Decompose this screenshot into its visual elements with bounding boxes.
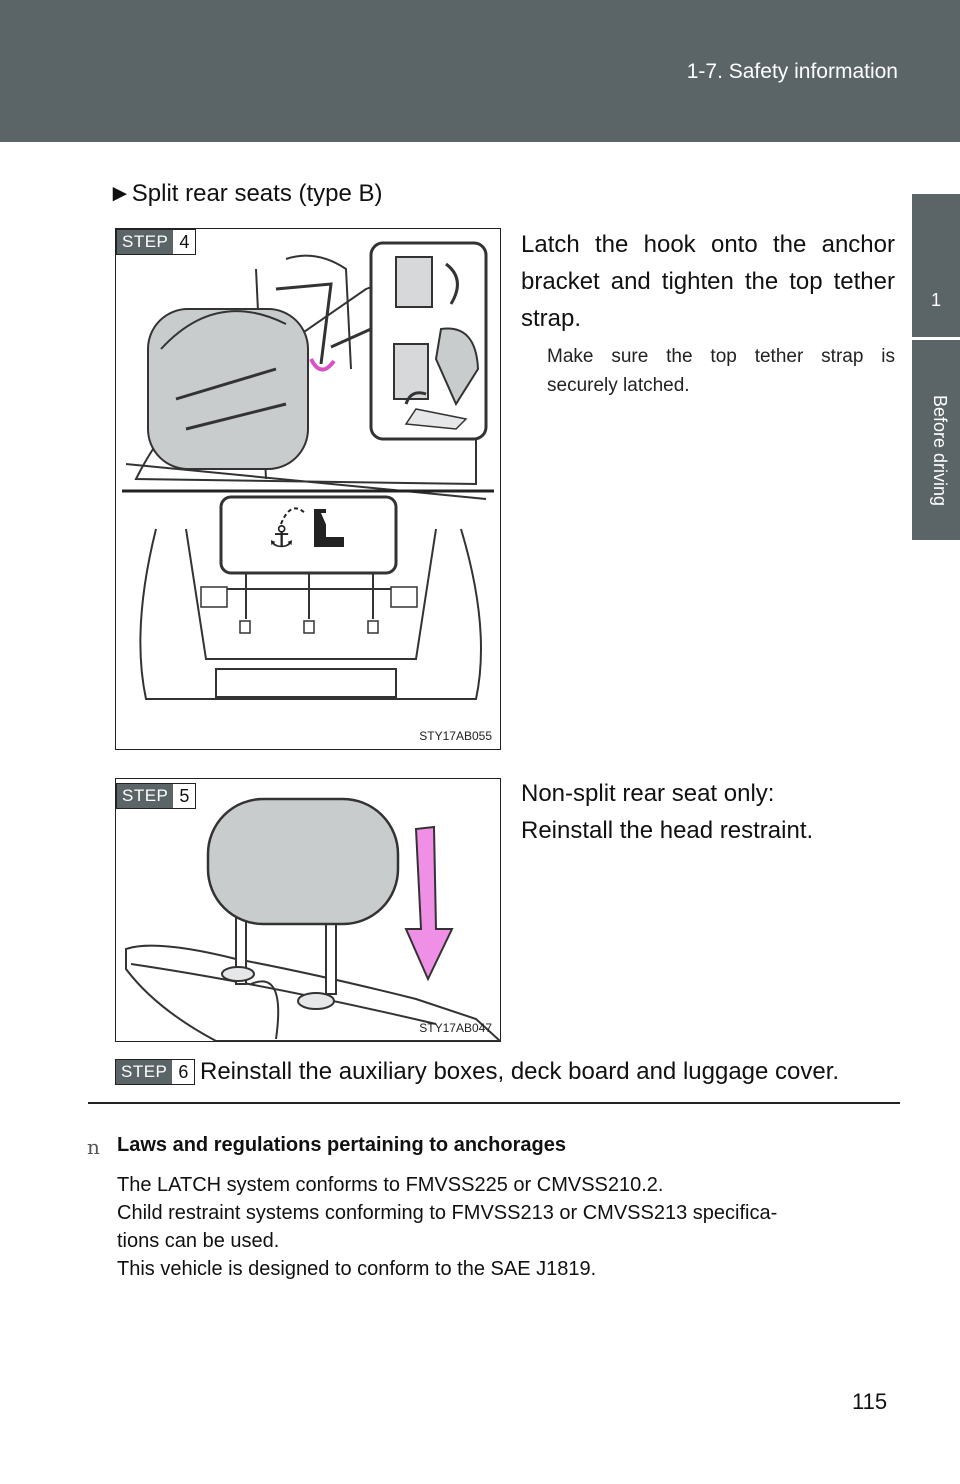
svg-text:⚓: ⚓ <box>268 520 295 555</box>
step-number: 4 <box>179 232 190 252</box>
step-number: 5 <box>179 786 190 806</box>
head-restraint-shape <box>206 797 400 926</box>
laws-line-1: The LATCH system conforms to FMVSS225 or… <box>117 1174 664 1196</box>
step-word: STEP <box>117 230 174 254</box>
figure-head-restraint: STEP 5 STY17AB047 <box>115 778 501 1042</box>
section-header-label: 1-7. Safety information <box>686 60 898 83</box>
step-4-badge: STEP 4 <box>116 229 197 255</box>
page-header: 1-7. Safety information <box>0 0 960 142</box>
chapter-number: 1 <box>930 290 941 310</box>
section-bullet-icon: n <box>87 1135 100 1159</box>
laws-line-4: This vehicle is designed to conform to t… <box>117 1258 597 1280</box>
down-arrow-icon <box>404 825 454 982</box>
child-seat-illustration: ⚓ <box>122 241 494 700</box>
page-number: 115 <box>852 1389 888 1414</box>
step-4-note: Make sure the top tether strap is secure… <box>547 346 895 396</box>
step-word: STEP <box>116 1060 173 1084</box>
step-word: STEP <box>117 784 174 808</box>
step-5-instruction-line2: Reinstall the head restraint. <box>521 817 814 844</box>
figure-code: STY17AB047 <box>419 1021 492 1035</box>
child-seat-shape <box>147 308 309 470</box>
head-restraint-illustration <box>125 797 500 1041</box>
step-6-badge: STEP 6 <box>115 1059 196 1085</box>
tether-strap <box>275 282 333 365</box>
anchor-callout <box>219 495 398 575</box>
step-5-instruction-line1: Non-split rear seat only: <box>521 780 775 807</box>
figure-code: STY17AB055 <box>419 729 492 743</box>
figure-latch-hook: STEP 4 <box>115 228 501 750</box>
step-5-badge: STEP 5 <box>116 783 197 809</box>
step-number: 6 <box>178 1062 189 1082</box>
section-title: ►Split rear seats (type B) <box>108 180 383 207</box>
chapter-tab-number-box <box>912 194 960 340</box>
chapter-label: Before driving <box>930 395 950 507</box>
section-divider <box>88 1102 900 1104</box>
step-4-instruction: Latch the hook onto the anchor bracket a… <box>521 231 895 332</box>
laws-line-2: Child restraint systems conforming to FM… <box>117 1202 778 1224</box>
laws-line-3: tions can be used. <box>117 1230 280 1252</box>
laws-heading: Laws and regulations pertaining to ancho… <box>117 1134 566 1156</box>
step-6-instruction: Reinstall the auxiliary boxes, deck boar… <box>200 1058 840 1085</box>
